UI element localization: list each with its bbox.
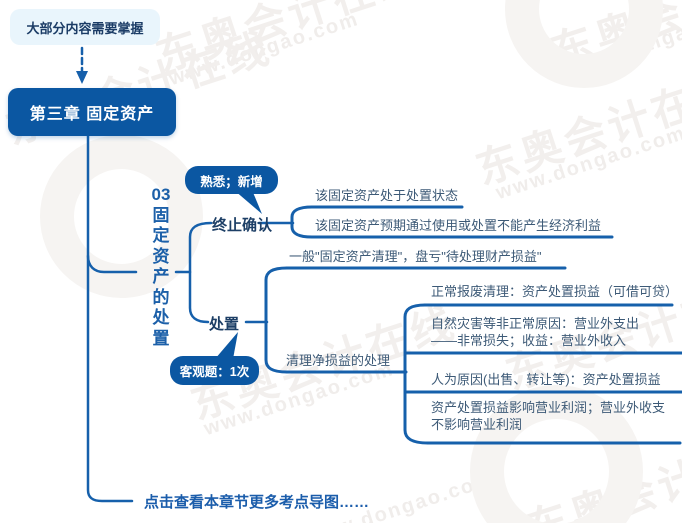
leaf-disposal-state: 该固定资产处于处置状态 xyxy=(315,188,459,203)
leaf-no-economic-benefit: 该固定资产预期通过使用或处置不能产生经济利益 xyxy=(315,218,602,233)
callout-tail xyxy=(215,332,238,359)
central-topic-char: 03 xyxy=(151,185,171,204)
central-topic-char: 资 xyxy=(152,246,170,266)
leaf-human-reason: 人为原因(出售、转让等)：资产处置损益 xyxy=(431,372,661,387)
leaf-natural-disaster: 自然灾害等非正常原因：营业外支出 ——非常损失；收益：营业外收入 xyxy=(431,316,640,348)
node-net-gain-handling: 清理净损益的处理 xyxy=(286,353,391,368)
leaf-profit-impact: 资产处置损益影响营业利润；营业外收支 不影响营业利润 xyxy=(431,400,666,432)
node-termination: 终止确认 xyxy=(212,217,273,234)
central-topic-char: 固 xyxy=(152,205,170,225)
leaf-general-clearing: 一般"固定资产清理"，盘亏"待处理财产损益" xyxy=(289,249,542,264)
central-topic-char: 的 xyxy=(152,287,170,307)
leaf-normal-scrap: 正常报废清理：资产处置损益（可借可贷） xyxy=(431,284,679,299)
chapter-title-box: 第三章 固定资产 xyxy=(8,88,176,136)
central-topic: 03 固 定 资 产 的 处 置 xyxy=(146,185,176,349)
callout-tail xyxy=(234,190,262,214)
central-topic-char: 处 xyxy=(152,308,170,327)
node-disposal: 处置 xyxy=(209,316,240,333)
central-topic-char: 定 xyxy=(152,226,170,245)
central-topic-char: 置 xyxy=(152,328,170,348)
arrowhead-icon xyxy=(76,71,88,84)
callout-termination-tag: 熟悉；新增 xyxy=(185,166,278,194)
central-topic-char: 产 xyxy=(152,267,170,286)
more-maps-link[interactable]: 点击查看本章节更多考点导图…… xyxy=(144,494,370,511)
top-note-box: 大部分内容需要掌握 xyxy=(10,9,160,45)
callout-disposal-tag: 客观题：1次 xyxy=(170,356,259,385)
